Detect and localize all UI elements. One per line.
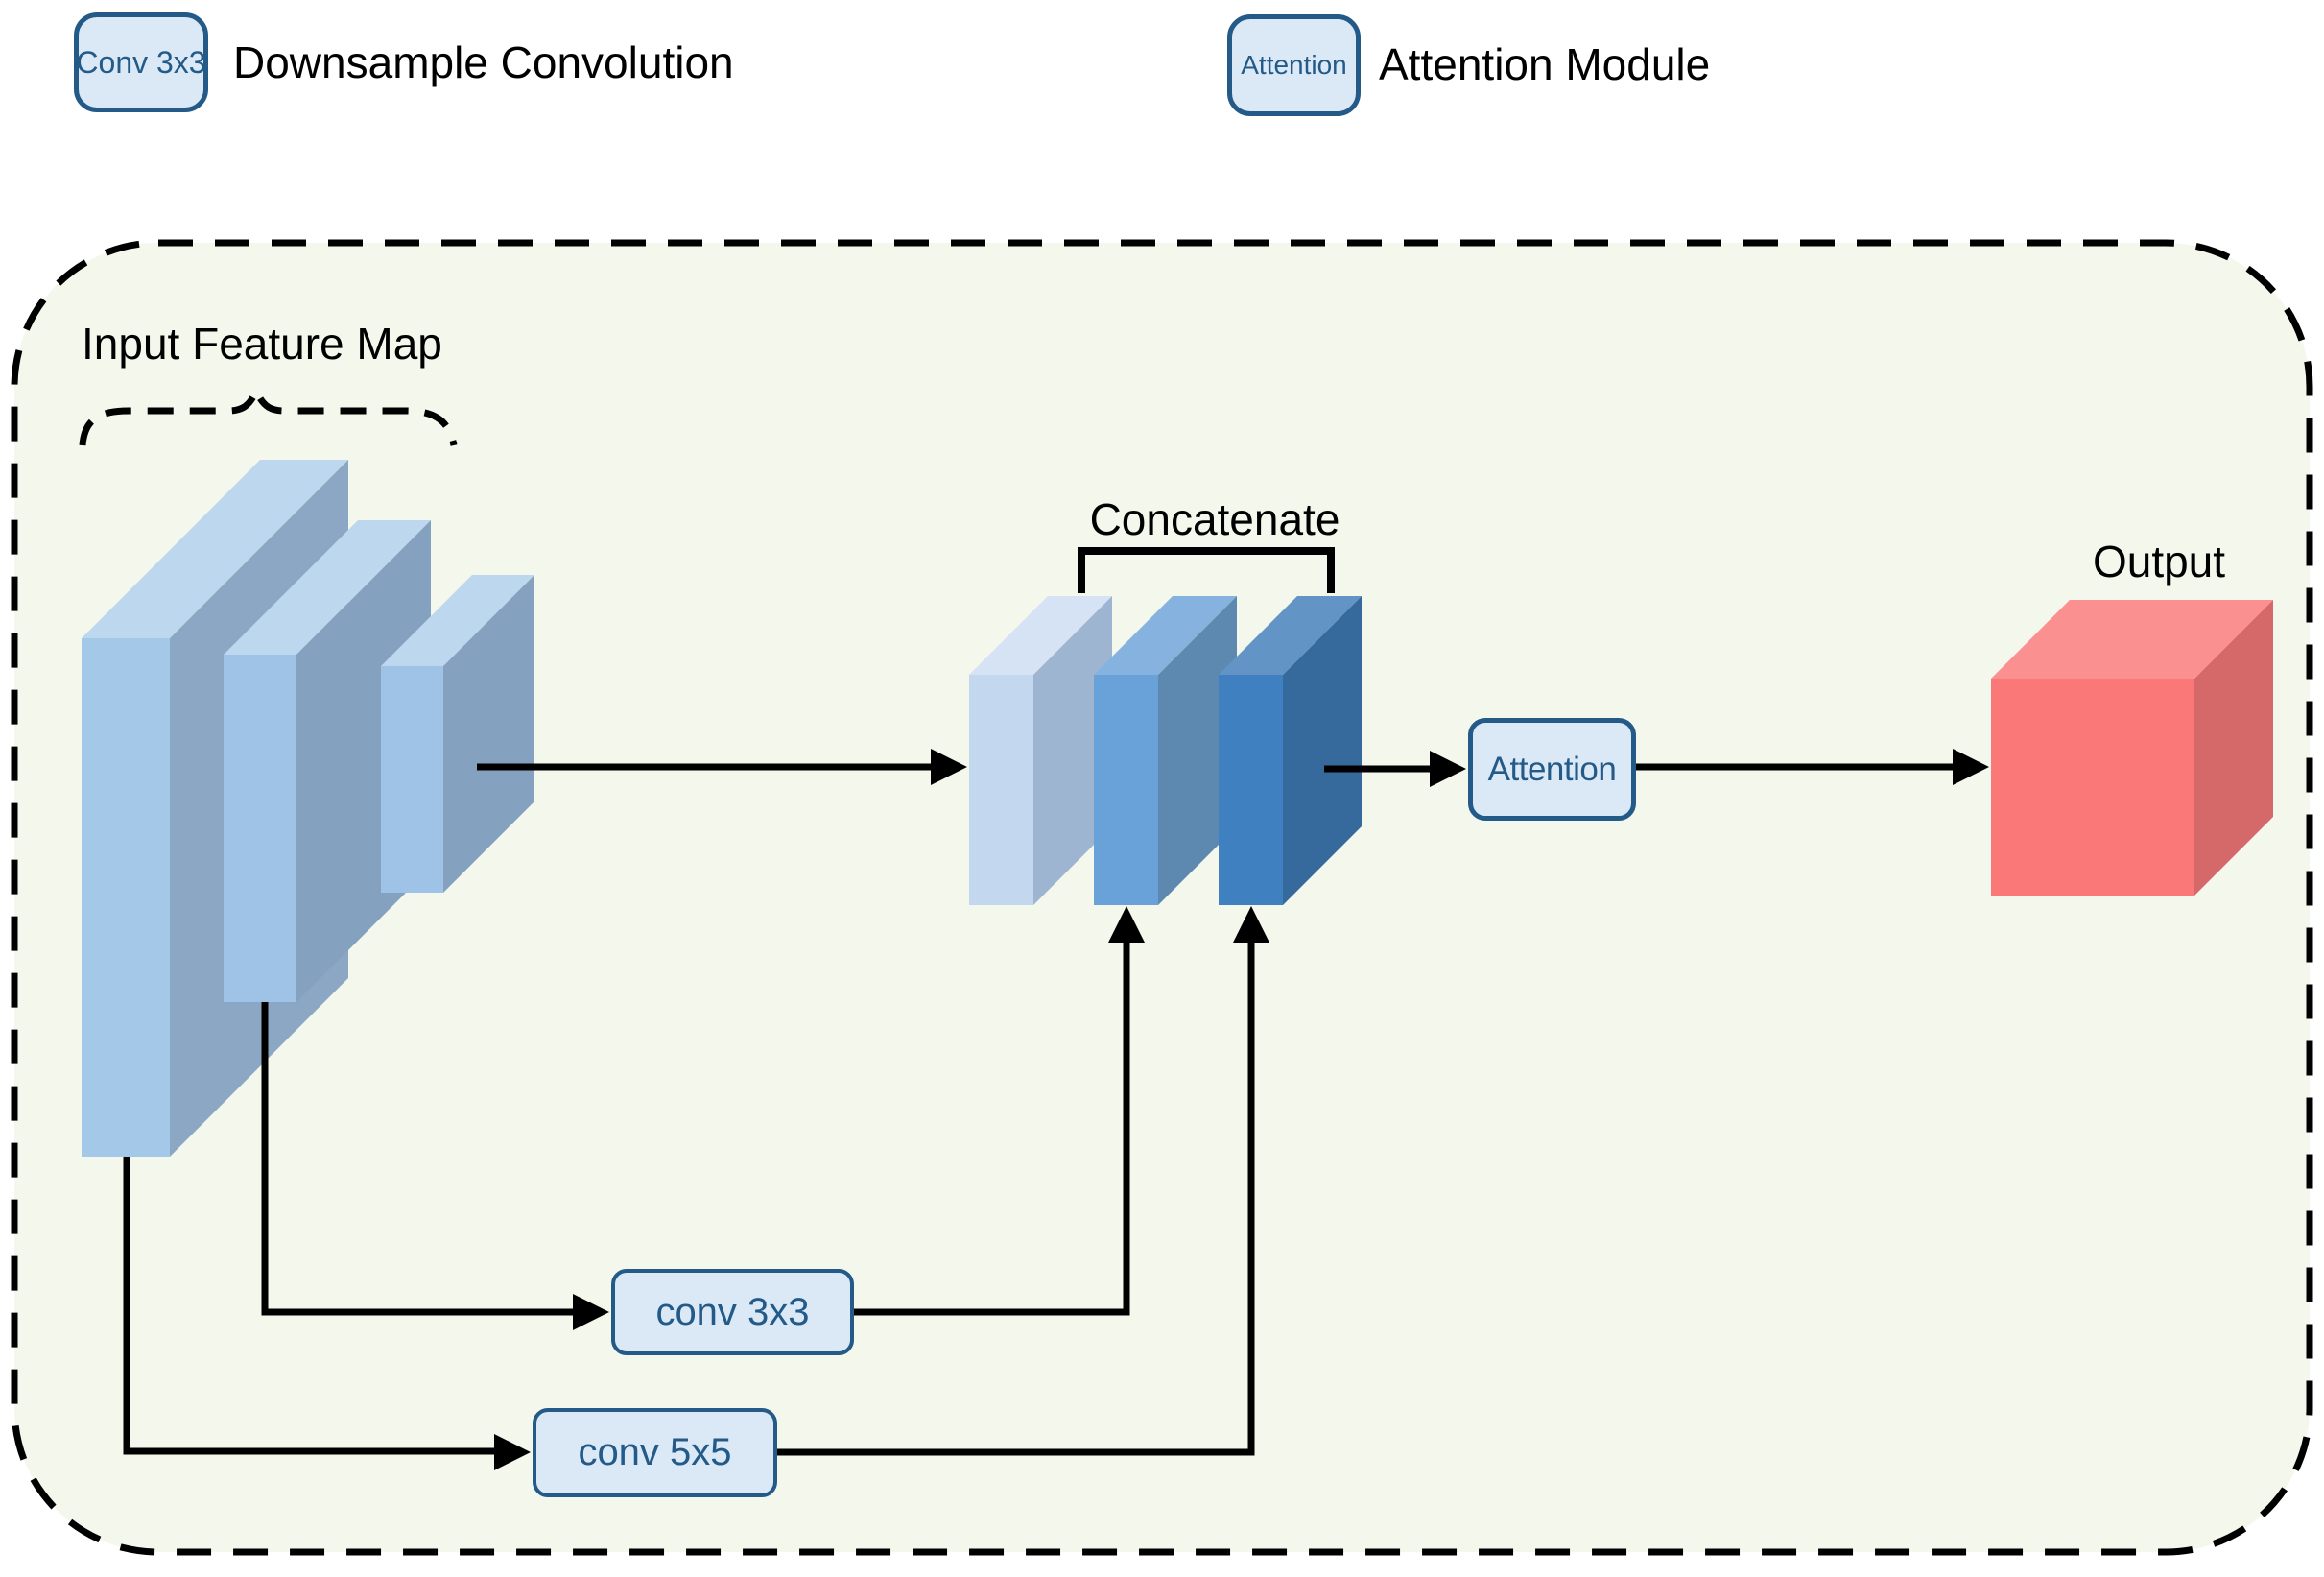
legend-attention-badge: Attention <box>1227 14 1361 116</box>
concatenate-label: Concatenate <box>1089 494 1340 544</box>
connector-slab1-to-conv5x5 <box>123 1157 494 1455</box>
input-slab-3 <box>381 575 534 893</box>
legend-conv-badge: Conv 3x3 <box>74 12 208 112</box>
output-label: Output <box>2092 537 2226 586</box>
arrowhead-into-conv5x5 <box>494 1434 531 1470</box>
connector-conv5x5-to-concat <box>777 943 1255 1456</box>
input-slab-group <box>82 460 534 1157</box>
arrowheads <box>494 749 1989 1470</box>
arrowhead-conv3x3-up <box>1108 906 1145 943</box>
input-group-brace-icon <box>79 382 458 446</box>
legend-attention-badge-label: Attention <box>1241 50 1347 80</box>
concat-slab-medium <box>1094 596 1237 905</box>
conv3x3-node-label: conv 3x3 <box>655 1290 810 1333</box>
conv5x5-node-label: conv 5x5 <box>578 1431 732 1473</box>
concat-slab-light <box>969 596 1112 905</box>
attention-node: Attention <box>1468 718 1636 821</box>
conv5x5-node: conv 5x5 <box>533 1408 777 1497</box>
legend-conv-badge-label: Conv 3x3 <box>76 44 206 80</box>
arrowhead-conv5x5-up <box>1233 906 1269 943</box>
connectors <box>123 763 1953 1456</box>
attention-node-label: Attention <box>1487 750 1617 788</box>
connector-conv3x3-to-concat <box>854 943 1130 1316</box>
concat-slab-dark <box>1219 596 1362 905</box>
conv3x3-node: conv 3x3 <box>611 1269 854 1355</box>
concat-slab-group <box>969 596 1362 905</box>
legend-conv-description: Downsample Convolution <box>233 37 734 87</box>
connector-slab2-to-conv3x3 <box>261 1002 573 1316</box>
arrowhead-into-output <box>1953 749 1989 785</box>
arrowhead-into-conv3x3 <box>573 1294 609 1330</box>
output-cube <box>1991 600 2273 896</box>
input-feature-map-label: Input Feature Map <box>82 319 442 369</box>
arrowhead-into-concat <box>931 749 967 785</box>
concatenate-bracket-icon <box>1078 547 1335 593</box>
arrowhead-into-attention <box>1430 751 1466 787</box>
legend-attention-description: Attention Module <box>1379 39 1711 89</box>
